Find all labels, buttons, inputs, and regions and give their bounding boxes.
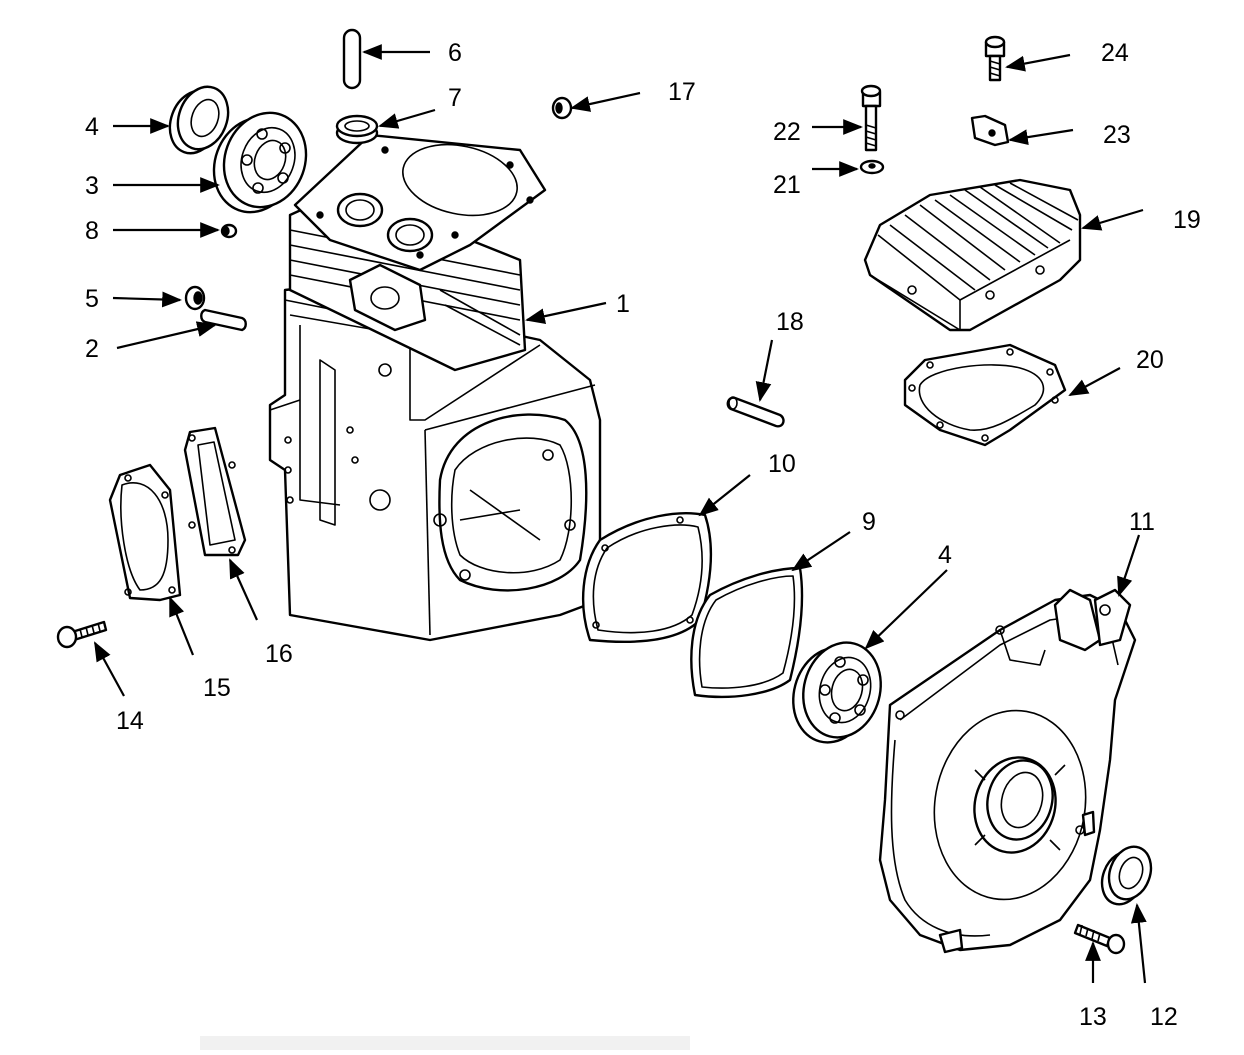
callout-7: 7 — [448, 84, 462, 112]
part-gasket-large — [581, 512, 713, 643]
callout-4-top: 4 — [85, 113, 99, 141]
part-screw-top — [984, 35, 1006, 82]
cropped-caption-strip — [200, 1036, 690, 1050]
callout-24: 24 — [1101, 39, 1129, 67]
part-roll-pin — [726, 396, 785, 428]
part-bearing-plate — [878, 588, 1137, 954]
callout-5: 5 — [85, 285, 99, 313]
part-cylinder-head — [863, 178, 1082, 332]
callout-15: 15 — [203, 674, 231, 702]
callout-22: 22 — [773, 118, 801, 146]
callout-9: 9 — [862, 508, 876, 536]
arrow-23 — [1008, 128, 1074, 146]
callout-labels: 1 2 3 4 4 5 6 7 8 9 10 11 12 13 14 15 16… — [85, 39, 1201, 1031]
arrow-16 — [228, 558, 259, 621]
part-small-plug — [551, 96, 573, 120]
callout-14: 14 — [116, 707, 144, 735]
arrow-7 — [378, 108, 436, 129]
callout-16: 16 — [265, 640, 293, 668]
callout-20: 20 — [1136, 346, 1164, 374]
part-head-gasket — [903, 343, 1067, 447]
part-gasket-small — [183, 426, 247, 557]
part-washer-small — [859, 159, 885, 175]
part-seal-bottom — [1100, 845, 1153, 906]
arrow-5 — [112, 291, 182, 308]
arrow-10 — [698, 474, 751, 517]
part-cover-plate — [108, 463, 182, 602]
callout-3: 3 — [85, 172, 99, 200]
callout-1: 1 — [616, 290, 630, 318]
part-shim — [690, 566, 804, 699]
arrow-18 — [755, 339, 774, 402]
part-bolt — [860, 84, 882, 152]
arrow-24 — [1005, 53, 1071, 72]
callout-2: 2 — [85, 335, 99, 363]
callout-21: 21 — [773, 171, 801, 199]
arrow-4b — [864, 569, 948, 650]
callout-8: 8 — [85, 217, 99, 245]
arrow-2 — [116, 321, 217, 350]
part-dowel-pin — [342, 28, 362, 90]
arrow-1 — [525, 301, 607, 324]
part-cylinder-block — [268, 133, 602, 642]
callout-11: 11 — [1129, 508, 1155, 536]
part-ring — [335, 114, 379, 145]
part-ball-bearing-top — [212, 111, 308, 214]
part-washer — [184, 285, 206, 311]
part-pin — [200, 308, 247, 332]
part-seal-top — [168, 85, 230, 155]
part-screw-left — [56, 620, 108, 649]
callout-6: 6 — [448, 39, 462, 67]
leader-arrows — [94, 44, 1147, 984]
arrow-11 — [1117, 534, 1141, 597]
arrow-9 — [791, 531, 851, 572]
callout-12: 12 — [1150, 1003, 1178, 1031]
callout-4-bottom: 4 — [938, 541, 952, 569]
callout-17: 17 — [668, 78, 696, 106]
arrow-17 — [570, 91, 641, 112]
arrow-20 — [1068, 367, 1121, 396]
arrow-15 — [168, 596, 195, 656]
part-screw-bottom — [1073, 923, 1126, 955]
arrow-14 — [94, 641, 125, 697]
part-ball-bearing-bottom — [792, 641, 882, 744]
callout-10: 10 — [768, 450, 796, 478]
part-plug — [220, 223, 238, 239]
arrow-12 — [1130, 903, 1147, 984]
part-bracket — [970, 114, 1010, 147]
callout-23: 23 — [1103, 121, 1131, 149]
callout-13: 13 — [1079, 1003, 1107, 1031]
callout-18: 18 — [776, 308, 804, 336]
arrow-19 — [1081, 208, 1144, 231]
callout-19: 19 — [1173, 206, 1201, 234]
